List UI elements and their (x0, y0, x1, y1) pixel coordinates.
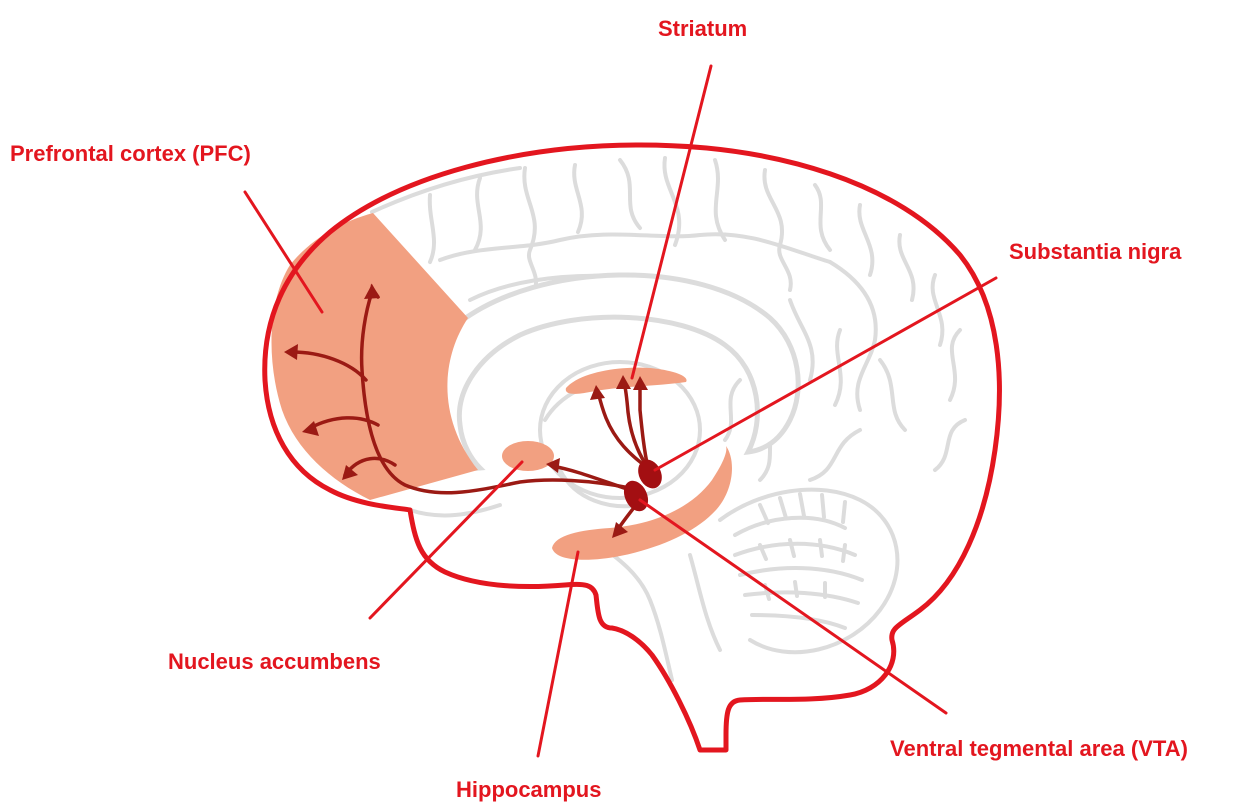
label-striatum: Striatum (658, 18, 747, 40)
label-ventral-tegmental-area: Ventral tegmental area (VTA) (890, 738, 1188, 760)
hippocampus-leader (538, 552, 578, 756)
label-substantia-nigra: Substantia nigra (1009, 241, 1181, 263)
vta-leader (640, 500, 946, 713)
label-hippocampus: Hippocampus (456, 779, 601, 801)
nucleus-accumbens-region (502, 441, 554, 471)
label-nucleus-accumbens: Nucleus accumbens (168, 651, 381, 673)
label-prefrontal-cortex: Prefrontal cortex (PFC) (10, 143, 251, 165)
